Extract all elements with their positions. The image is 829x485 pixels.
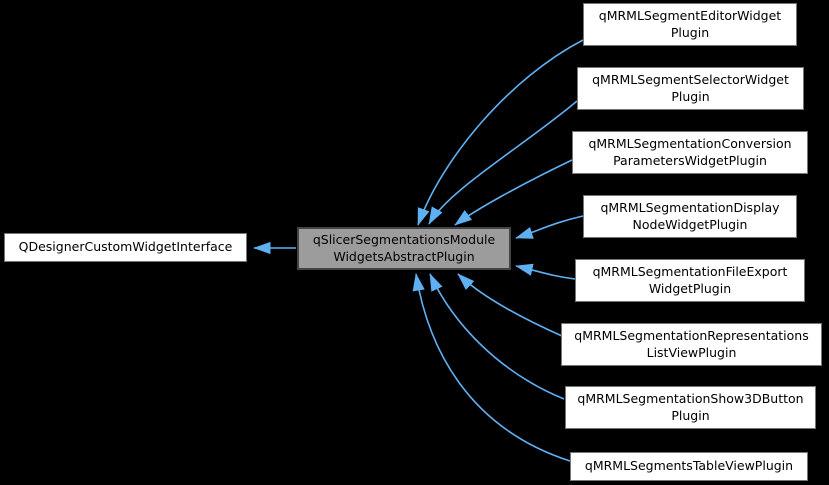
node-qmrml-segmentation-representations-list-view-plugin[interactable]: qMRMLSegmentationRepresentations ListVie…	[561, 323, 822, 366]
node-qmrml-segmentation-display-node-widget-plugin[interactable]: qMRMLSegmentationDisplay NodeWidgetPlugi…	[583, 195, 797, 238]
inheritance-edge	[515, 263, 576, 280]
inheritance-edge	[429, 273, 565, 400]
node-qmrml-segmentation-file-export-widget-plugin[interactable]: qMRMLSegmentationFileExport WidgetPlugin	[575, 259, 805, 302]
node-qdesigner-custom-widget-interface[interactable]: QDesignerCustomWidgetInterface	[4, 233, 247, 262]
inheritance-edge	[454, 159, 573, 226]
inheritance-edge	[457, 273, 563, 337]
inheritance-edge	[417, 39, 584, 226]
node-qmrml-segmentation-show3d-button-plugin[interactable]: qMRMLSegmentationShow3DButton Plugin	[565, 386, 816, 429]
node-qmrml-segment-editor-widget-plugin[interactable]: qMRMLSegmentEditorWidget Plugin	[583, 3, 797, 46]
inheritance-edge	[428, 100, 578, 225]
node-qmrml-segmentation-conversion-parameters-widget-plugin[interactable]: qMRMLSegmentationConversion ParametersWi…	[572, 131, 808, 174]
inheritance-edge	[412, 273, 571, 462]
inheritance-edge	[515, 215, 584, 239]
node-qmrml-segments-table-view-plugin[interactable]: qMRMLSegmentsTableViewPlugin	[570, 452, 808, 481]
node-qslicer-segmentations-module-widgets-abstract-plugin[interactable]: qSlicerSegmentationsModule WidgetsAbstra…	[297, 227, 511, 270]
node-qmrml-segment-selector-widget-plugin[interactable]: qMRMLSegmentSelectorWidget Plugin	[577, 67, 804, 110]
